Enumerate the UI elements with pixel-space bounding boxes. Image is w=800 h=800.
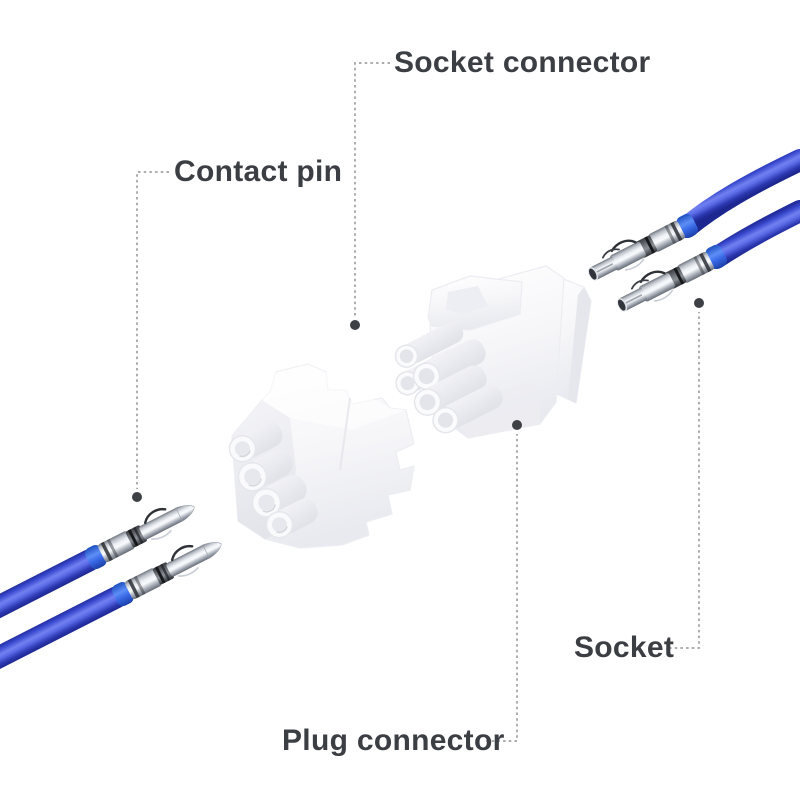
leader-dot-socket-connector <box>350 320 360 330</box>
leader-line-socket-connector <box>354 62 390 317</box>
contact-pins <box>0 492 229 732</box>
plug-pin-tubes <box>394 321 503 434</box>
leader-dot-plug-connector <box>512 420 522 430</box>
callout-label-contact-pin: Contact pin <box>174 155 343 188</box>
housing-cavity-ports <box>228 421 318 539</box>
leader-lines <box>136 62 700 742</box>
plug-connector-housing <box>394 265 592 439</box>
leader-line-contact-pin <box>136 171 169 489</box>
callout-label-socket-connector: Socket connector <box>394 46 651 79</box>
leader-line-socket <box>669 312 700 649</box>
callout-label-plug-connector: Plug connector <box>282 724 505 757</box>
leader-dot-socket <box>694 298 704 308</box>
contact-pin-2 <box>0 529 229 732</box>
leader-dot-contact-pin <box>132 492 142 502</box>
socket-wire-1 <box>676 149 800 238</box>
socket-wire-2 <box>705 200 800 269</box>
socket-contacts <box>581 149 800 320</box>
leader-line-plug-connector <box>486 434 518 742</box>
leader-dots <box>132 298 704 502</box>
callout-label-socket: Socket <box>574 631 675 664</box>
socket-connector-housing <box>228 363 415 549</box>
